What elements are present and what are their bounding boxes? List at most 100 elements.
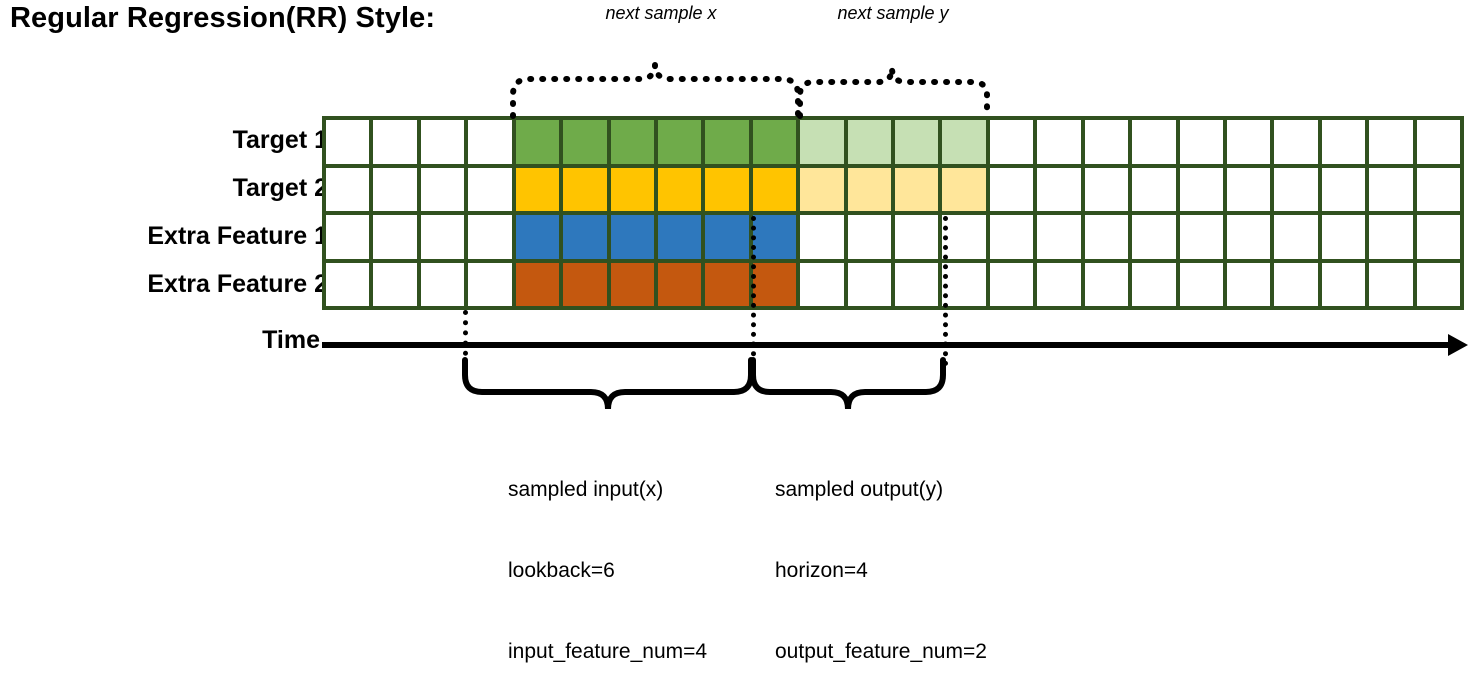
grid-cell-r1-c1 xyxy=(326,120,370,164)
time-axis-label: Time xyxy=(262,326,320,354)
grid-cell-r3-c22 xyxy=(1321,215,1366,259)
grid-cell-r1-c3 xyxy=(420,120,465,164)
grid-cell-r1-c22 xyxy=(1321,120,1366,164)
row-label-extra-feature-1: Extra Feature 1 xyxy=(147,222,328,250)
grid-cell-r4-c5 xyxy=(515,262,560,306)
grid-cell-r2-c10 xyxy=(752,167,797,211)
caption-input-line-2: lookback=6 xyxy=(508,559,615,582)
grid-cell-r2-c13 xyxy=(895,167,939,211)
grid-cell-r2-c8 xyxy=(657,167,702,211)
grid-cell-r4-c19 xyxy=(1179,262,1223,306)
grid-cell-r1-c13 xyxy=(895,120,939,164)
grid-cell-r4-c15 xyxy=(989,262,1034,306)
grid-cell-r1-c4 xyxy=(468,120,512,164)
grid-cell-r1-c11 xyxy=(800,120,844,164)
grid-cell-r4-c11 xyxy=(800,262,844,306)
grid-cell-r2-c19 xyxy=(1179,167,1223,211)
grid-cell-r3-c16 xyxy=(1037,215,1081,259)
page-title: Regular Regression(RR) Style: xyxy=(10,2,436,34)
right-arrow-icon xyxy=(1448,334,1468,356)
grid-cell-r4-c21 xyxy=(1274,262,1318,306)
grid-cell-r2-c5 xyxy=(515,167,560,211)
grid-cell-r3-c6 xyxy=(563,215,607,259)
grid-cell-r2-c6 xyxy=(563,167,607,211)
grid-cell-r1-c5 xyxy=(515,120,560,164)
next-sample-x-label: next sample x xyxy=(605,3,717,23)
grid-cell-r1-c24 xyxy=(1416,120,1460,164)
row-label-target-2: Target 2 xyxy=(232,174,328,202)
grid-cell-r2-c3 xyxy=(420,167,465,211)
grid-cell-r1-c18 xyxy=(1132,120,1176,164)
grid-cell-r2-c22 xyxy=(1321,167,1366,211)
grid-cell-r3-c11 xyxy=(800,215,844,259)
grid-cell-r2-c20 xyxy=(1226,167,1271,211)
grid-cell-r3-c5 xyxy=(515,215,560,259)
grid-cell-r3-c7 xyxy=(610,215,654,259)
dotted-brace-next-sample-x xyxy=(510,64,801,119)
grid-cell-r4-c24 xyxy=(1416,262,1460,306)
grid-cell-r3-c1 xyxy=(326,215,370,259)
caption-sampled-input: sampled input(x) lookback=6 input_featur… xyxy=(508,422,707,692)
grid-cell-r2-c2 xyxy=(373,167,417,211)
grid-cell-r2-c7 xyxy=(610,167,654,211)
grid-cell-r3-c21 xyxy=(1274,215,1318,259)
grid-cell-r3-c20 xyxy=(1226,215,1271,259)
grid-cell-r3-c24 xyxy=(1416,215,1460,259)
grid-cell-r3-c12 xyxy=(847,215,891,259)
grid-cell-r4-c17 xyxy=(1084,262,1129,306)
caption-output-line-3: output_feature_num=2 xyxy=(775,640,987,663)
grid-cell-r2-c18 xyxy=(1132,167,1176,211)
grid-cell-r4-c22 xyxy=(1321,262,1366,306)
timeseries-grid xyxy=(322,116,1464,310)
grid-cell-r1-c16 xyxy=(1037,120,1081,164)
grid-cell-r1-c7 xyxy=(610,120,654,164)
grid-cell-r2-c23 xyxy=(1369,167,1413,211)
grid-cell-r3-c17 xyxy=(1084,215,1129,259)
grid-cell-r1-c10 xyxy=(752,120,797,164)
grid-cell-r4-c3 xyxy=(420,262,465,306)
caption-input-line-1: sampled input(x) xyxy=(508,478,664,501)
grid-cell-r4-c16 xyxy=(1037,262,1081,306)
guide-line-output-end xyxy=(943,216,948,366)
grid-cell-r4-c23 xyxy=(1369,262,1413,306)
grid-cell-r2-c14 xyxy=(942,167,986,211)
grid-cell-r3-c10 xyxy=(752,215,797,259)
grid-cell-r1-c6 xyxy=(563,120,607,164)
grid-cell-r1-c12 xyxy=(847,120,891,164)
grid-cell-r3-c15 xyxy=(989,215,1034,259)
grid-cell-r3-c23 xyxy=(1369,215,1413,259)
grid-cell-r4-c7 xyxy=(610,262,654,306)
solid-brace-sampled-input xyxy=(462,357,754,410)
grid-cell-r1-c23 xyxy=(1369,120,1413,164)
grid-cell-r4-c2 xyxy=(373,262,417,306)
grid-cell-r3-c4 xyxy=(468,215,512,259)
grid-cell-r4-c10 xyxy=(752,262,797,306)
grid-cell-r4-c18 xyxy=(1132,262,1176,306)
grid-cell-r3-c19 xyxy=(1179,215,1223,259)
grid-cell-r2-c12 xyxy=(847,167,891,211)
guide-line-input-start xyxy=(463,310,468,366)
dotted-brace-next-sample-y xyxy=(797,67,990,119)
next-sample-y-label: next sample y xyxy=(837,3,949,23)
grid-cell-r1-c17 xyxy=(1084,120,1129,164)
grid-cell-r2-c1 xyxy=(326,167,370,211)
grid-cell-r4-c12 xyxy=(847,262,891,306)
grid-cell-r2-c11 xyxy=(800,167,844,211)
grid-cell-r4-c1 xyxy=(326,262,370,306)
grid-cell-r2-c16 xyxy=(1037,167,1081,211)
grid-cell-r2-c9 xyxy=(705,167,749,211)
grid-cell-r2-c21 xyxy=(1274,167,1318,211)
grid-cell-r4-c6 xyxy=(563,262,607,306)
grid-cell-r1-c14 xyxy=(942,120,986,164)
grid-cell-r4-c20 xyxy=(1226,262,1271,306)
guide-line-input-end xyxy=(751,216,756,366)
grid-cell-r4-c14 xyxy=(942,262,986,306)
grid-cell-r4-c8 xyxy=(657,262,702,306)
row-label-extra-feature-2: Extra Feature 2 xyxy=(147,270,328,298)
grid-cell-r2-c17 xyxy=(1084,167,1129,211)
row-label-target-1: Target 1 xyxy=(232,126,328,154)
grid-cell-r3-c18 xyxy=(1132,215,1176,259)
grid-cell-r4-c4 xyxy=(468,262,512,306)
caption-input-line-3: input_feature_num=4 xyxy=(508,640,708,663)
grid-cell-r1-c20 xyxy=(1226,120,1271,164)
